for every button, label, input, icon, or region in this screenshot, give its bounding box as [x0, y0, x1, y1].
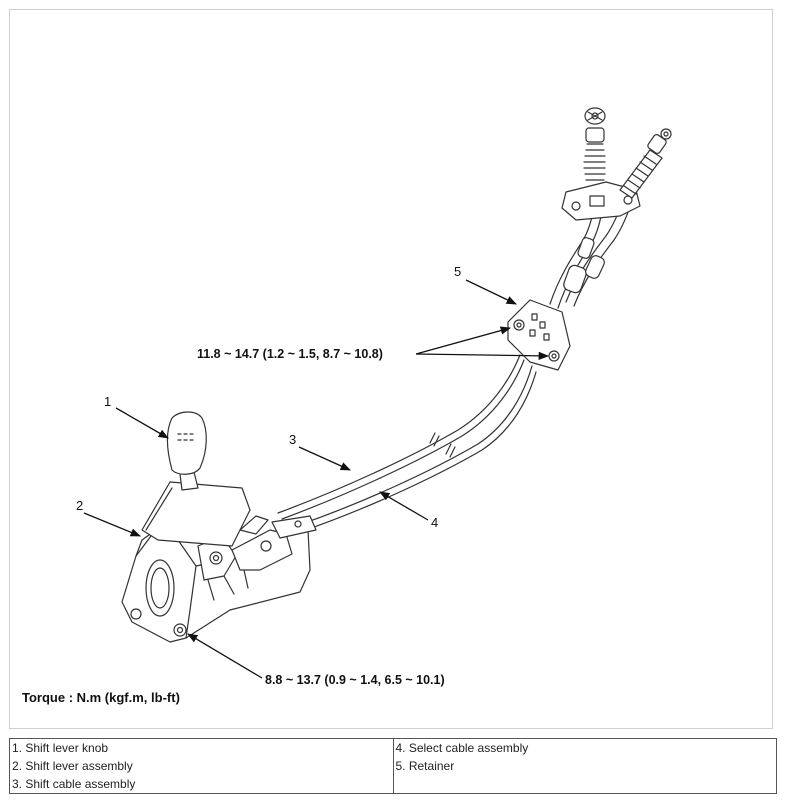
legend-item: 3. Shift cable assembly	[12, 777, 136, 791]
shift-lever-diagram: 1 2 3 4 5 11.8 ~ 14.7 (1.2 ~ 1.5, 8.7 ~ …	[76, 107, 672, 687]
diagram-frame: 1 2 3 4 5 11.8 ~ 14.7 (1.2 ~ 1.5, 8.7 ~ …	[9, 9, 773, 729]
callout-5: 5	[454, 264, 461, 279]
shift-lever-assembly	[121, 515, 317, 643]
legend-item: 1. Shift lever knob	[12, 741, 109, 755]
callout-4: 4	[431, 515, 438, 530]
callout-1: 1	[104, 394, 111, 409]
callout-2: 2	[76, 498, 83, 513]
legend-right-column: 4. Select cable assembly 5. Retainer	[392, 738, 777, 794]
leader-2	[83, 512, 141, 537]
shift-lever-knob	[166, 411, 207, 491]
leader-retainer-bolt-1	[415, 326, 512, 355]
legend-item: 5. Retainer	[395, 759, 455, 773]
parts-legend: 1. Shift lever knob 2. Shift lever assem…	[9, 738, 777, 794]
shift-cable	[277, 354, 525, 520]
leader-1	[115, 407, 169, 439]
legend-item: 4. Select cable assembly	[395, 741, 529, 755]
leader-3	[298, 446, 351, 471]
leader-4	[379, 491, 429, 521]
select-cable	[295, 365, 537, 533]
torque-retainer: 11.8 ~ 14.7 (1.2 ~ 1.5, 8.7 ~ 10.8)	[197, 347, 383, 361]
torque-lever-mount: 8.8 ~ 13.7 (0.9 ~ 1.4, 6.5 ~ 10.1)	[265, 673, 445, 687]
leader-5	[465, 279, 517, 305]
callout-3: 3	[289, 432, 296, 447]
torque-unit-note: Torque : N.m (kgf.m, lb-ft)	[22, 690, 180, 705]
leader-retainer-bolt-2	[415, 351, 550, 361]
legend-left-column: 1. Shift lever knob 2. Shift lever assem…	[9, 738, 394, 794]
leader-lever-bolt	[187, 633, 263, 679]
legend-item: 2. Shift lever assembly	[12, 759, 133, 773]
retainer	[507, 299, 571, 371]
